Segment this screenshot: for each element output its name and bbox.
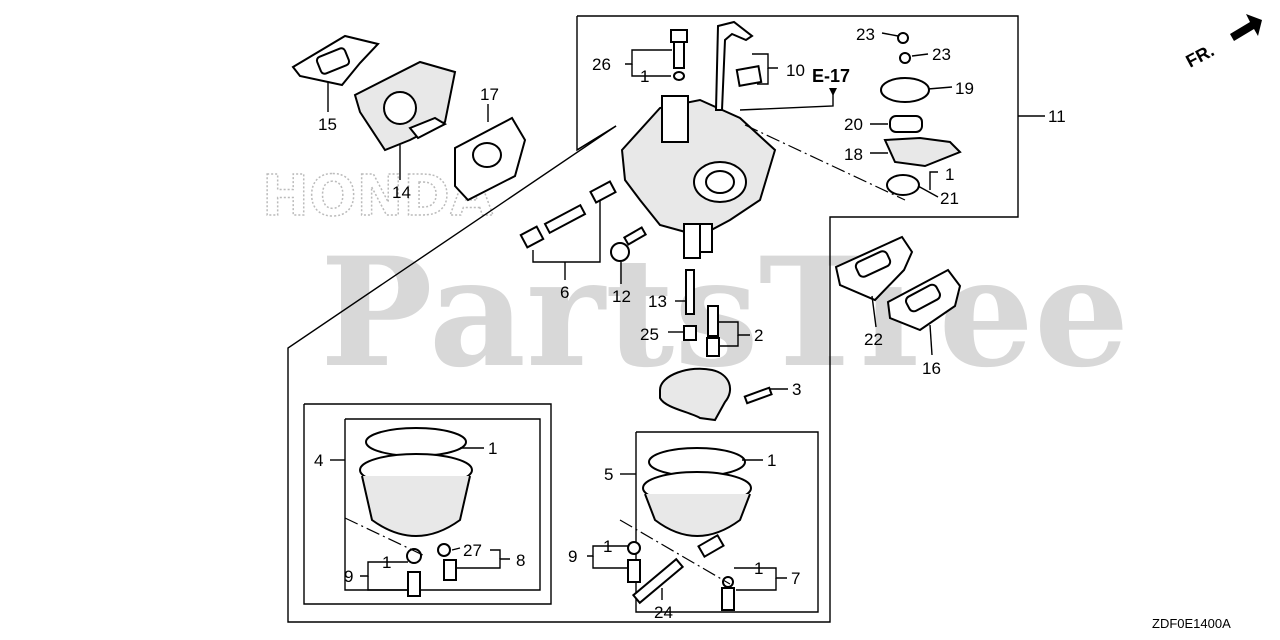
callout-1: 1	[640, 67, 649, 86]
callout-1: 1	[945, 165, 954, 184]
callout-1: 1	[488, 439, 497, 458]
callout-18: 18	[844, 145, 863, 164]
callout-2: 2	[754, 326, 763, 345]
callout-19: 19	[955, 79, 974, 98]
gasket-16	[886, 268, 962, 332]
callout-9: 9	[568, 547, 577, 566]
callout-21: 21	[940, 189, 959, 208]
callout-27: 27	[463, 541, 482, 560]
callout-26: 26	[592, 55, 611, 74]
carburetor-body	[620, 95, 777, 259]
callout-22: 22	[864, 330, 883, 349]
callout-20: 20	[844, 115, 863, 134]
callout-1: 1	[382, 553, 391, 572]
pilot-screw-6	[519, 180, 617, 249]
choke-lever	[714, 20, 763, 111]
float-chamber-5	[627, 447, 752, 611]
float-valve-2	[706, 305, 720, 357]
callout-14: 14	[392, 183, 411, 202]
gasket-17	[454, 116, 527, 202]
insulator-14	[353, 60, 457, 152]
watermark-partstree: PartsTree	[320, 225, 1129, 401]
needle-jet-13	[683, 269, 697, 341]
choke-assembly	[880, 32, 962, 196]
callout-6: 6	[560, 283, 569, 302]
callout-5: 5	[604, 465, 613, 484]
callout-8: 8	[516, 551, 525, 570]
callout-16: 16	[922, 359, 941, 378]
callout-9: 9	[344, 567, 353, 586]
callout-23: 23	[856, 25, 875, 44]
throttle-screw-12	[610, 226, 648, 262]
float-chamber-4	[359, 427, 473, 597]
leader-lines	[327, 32, 1045, 600]
callout-11: 11	[1048, 107, 1066, 126]
reference-e17-label: E-17	[812, 66, 850, 86]
callout-1: 1	[603, 537, 612, 556]
callout-15: 15	[318, 115, 337, 134]
float-chamber-4-box	[303, 403, 552, 605]
callout-25: 25	[640, 325, 659, 344]
drain-screw-26	[670, 29, 688, 81]
reference-arrow-icon	[829, 88, 837, 96]
callout-24: 24	[654, 603, 673, 622]
callout-1: 1	[754, 559, 763, 578]
gasket-15	[291, 34, 380, 87]
callout-10: 10	[786, 61, 805, 80]
float-3	[659, 367, 773, 422]
front-label: FR.	[1182, 40, 1217, 71]
callout-12: 12	[612, 287, 631, 306]
callout-3: 3	[792, 380, 801, 399]
callout-23: 23	[932, 45, 951, 64]
callout-13: 13	[648, 292, 667, 311]
callout-1: 1	[767, 451, 776, 470]
float-chamber-4-inner-box	[344, 418, 541, 591]
front-direction-indicator: FR.	[1182, 14, 1262, 72]
gasket-22	[834, 235, 914, 302]
callout-4: 4	[314, 451, 323, 470]
callout-17: 17	[480, 85, 499, 104]
diagram-code: ZDF0E1400A	[1152, 616, 1231, 631]
frame-link	[576, 125, 617, 151]
callout-7: 7	[791, 569, 800, 588]
